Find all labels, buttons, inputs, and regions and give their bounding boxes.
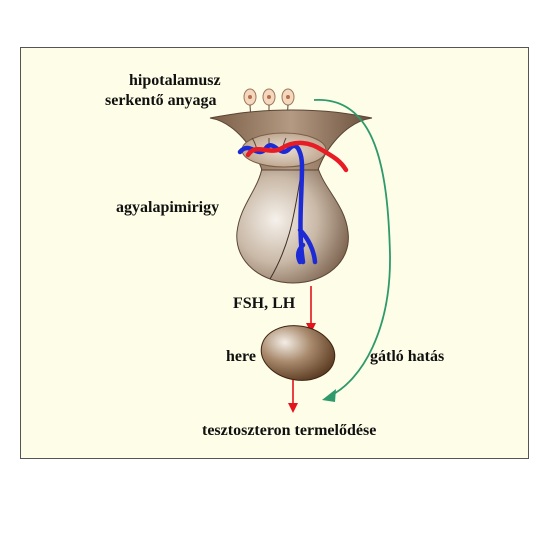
pituitary-gland: [209, 109, 373, 284]
pituitary-lobe-divider: [269, 179, 301, 280]
hypothalamus-label-line1: hipotalamusz: [129, 72, 221, 89]
testosterone-arrow: [288, 380, 298, 413]
hormones-label: FSH, LH: [233, 295, 296, 312]
testis-label: here: [226, 348, 256, 365]
testosterone-output-label: tesztoszteron termelődése: [202, 422, 377, 439]
portal-artery: [245, 140, 349, 173]
inhibitory-feedback-arrow: [313, 99, 391, 402]
hypothalamus-label-line2: serkentő anyaga: [105, 92, 217, 109]
pituitary-bulb: [236, 167, 349, 284]
testis-icon: [260, 325, 336, 381]
fsh-lh-arrow: [306, 286, 316, 333]
portal-vein: [237, 143, 318, 265]
inhibition-label: gátló hatás: [370, 348, 445, 365]
hypothalamic-neurons: [243, 88, 295, 139]
pituitary-label: agyalapimirigy: [116, 199, 220, 216]
